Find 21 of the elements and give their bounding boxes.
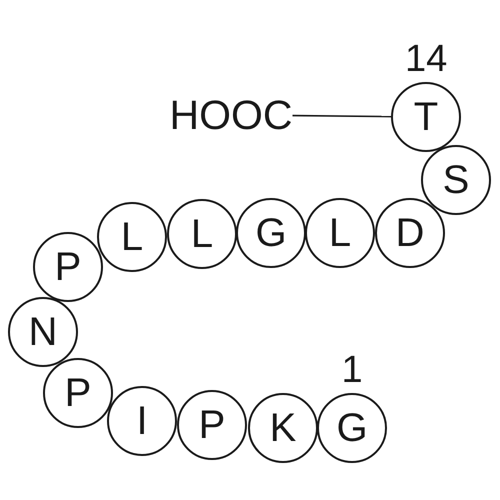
residue-letter: G [336, 408, 368, 448]
position-number: 1 [342, 351, 363, 389]
residue-letter: S [442, 160, 470, 200]
residue-letter: P [54, 247, 82, 287]
residue-letter: T [414, 97, 438, 137]
residue-circle [8, 297, 78, 367]
residue-letter: G [255, 213, 287, 253]
residue-letter: K [270, 408, 296, 448]
residue-letter: L [190, 214, 214, 254]
residue-letter: D [396, 213, 424, 253]
residue-letter: L [120, 217, 144, 257]
residue-letter: N [28, 312, 58, 352]
residue-letter: I [136, 401, 148, 441]
residue-circle [33, 232, 103, 302]
residue-circle [421, 145, 491, 215]
position-number: 14 [405, 40, 448, 78]
residue-letter: L [328, 213, 352, 253]
residue-letter: P [64, 373, 92, 413]
residue-letter: P [198, 405, 226, 445]
terminus-label: HOOC [170, 94, 292, 136]
connector-line [292, 114, 391, 118]
